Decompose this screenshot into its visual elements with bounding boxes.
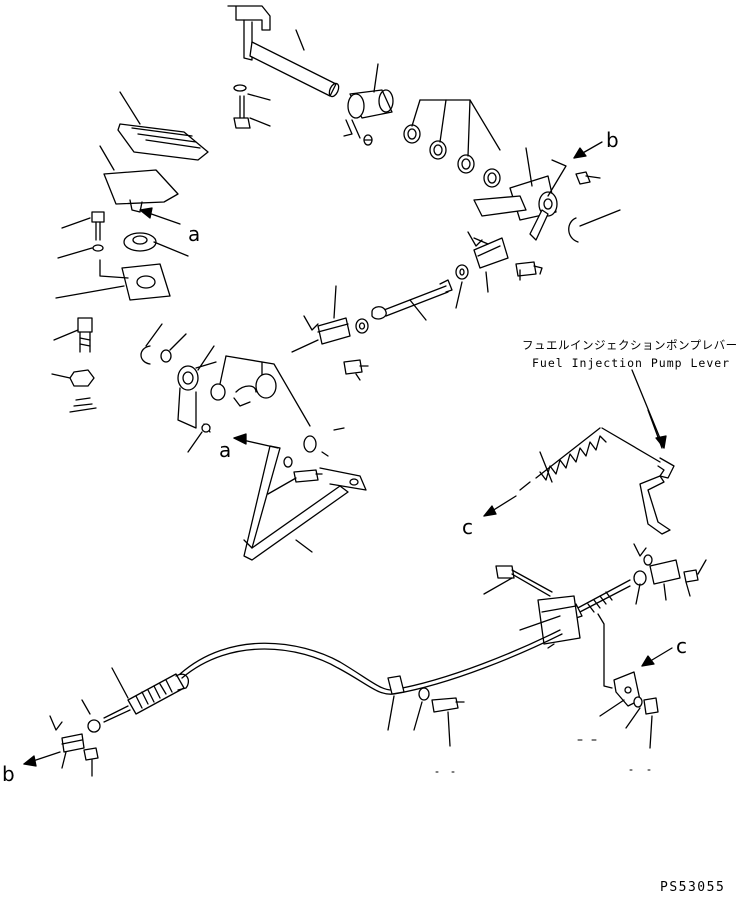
faint-marks (435, 739, 651, 773)
linkage-rod (371, 279, 453, 321)
arrow-b-bottom (23, 751, 61, 767)
cable-bracket (519, 595, 581, 649)
arrow-b-top (573, 141, 603, 159)
bushing-row (403, 99, 501, 188)
fuel-lever-label-jp: フュエルインジェクションポンプレバー (522, 338, 738, 352)
triangle-link (243, 445, 367, 561)
leader-right-bracket (597, 613, 613, 689)
callout-c-left: c (462, 515, 473, 539)
callout-b-bottom: b (2, 762, 15, 786)
nut-left (51, 369, 95, 387)
nut-top (455, 264, 469, 309)
cable-clamp (387, 675, 405, 731)
callout-a-mid: a (219, 438, 232, 462)
bolts-left-top (57, 211, 105, 259)
stud-bolt (53, 317, 93, 353)
bushing-mid (210, 355, 311, 427)
callout-a-top: a (188, 222, 201, 246)
pedal-plate (99, 145, 179, 213)
cable-sleeve (103, 667, 190, 723)
bushing-link (303, 427, 345, 457)
nut-right (633, 570, 647, 605)
fuel-pump-lever (601, 409, 675, 535)
long-bolt (483, 565, 553, 597)
clevis-top (467, 231, 509, 293)
clevis-right (633, 543, 707, 601)
arrow-a-top (139, 207, 181, 225)
top-bracket (227, 5, 271, 61)
spring (519, 427, 607, 491)
snap-ring-1 (568, 209, 621, 243)
pedal-pad (117, 91, 209, 161)
fuel-lever-leader (631, 369, 667, 449)
control-cable (179, 629, 563, 695)
shaft-bushing (343, 63, 394, 137)
clevis-left (49, 715, 85, 769)
grommet (123, 232, 189, 257)
pin-bolt-top (515, 261, 543, 281)
callout-b-top: b (606, 128, 619, 152)
pivot-collar (233, 373, 277, 407)
clevis-mid (291, 285, 351, 353)
small-pin-1 (351, 119, 373, 146)
nut-cable-left (81, 699, 101, 733)
pin-mid (343, 359, 369, 381)
arrow-c-right (641, 647, 673, 667)
washer-cable (413, 687, 430, 731)
right-pivot (473, 147, 567, 241)
washer-mid-left (160, 333, 187, 363)
figure-code: PS53055 (660, 880, 726, 895)
snap-ring-2 (140, 323, 163, 365)
scribble-part (69, 397, 97, 413)
bolt-b (575, 171, 601, 185)
callout-c-right: c (676, 634, 687, 658)
washer-rod (355, 318, 369, 334)
bolt-link (267, 456, 323, 495)
arrow-a-mid (233, 433, 279, 449)
nut-small-right (625, 696, 659, 749)
pedal-shaft (249, 29, 340, 98)
arrow-c-left (483, 495, 517, 517)
fuel-lever-label-en: Fuel Injection Pump Lever (532, 356, 731, 370)
pin-small-left (187, 423, 211, 453)
bolt-small-top (233, 84, 271, 129)
bolt-cable (431, 697, 465, 747)
lever-bracket-small (599, 671, 641, 717)
lever-arm (177, 345, 217, 433)
pin-left (83, 747, 99, 777)
mount-bracket (55, 259, 171, 301)
